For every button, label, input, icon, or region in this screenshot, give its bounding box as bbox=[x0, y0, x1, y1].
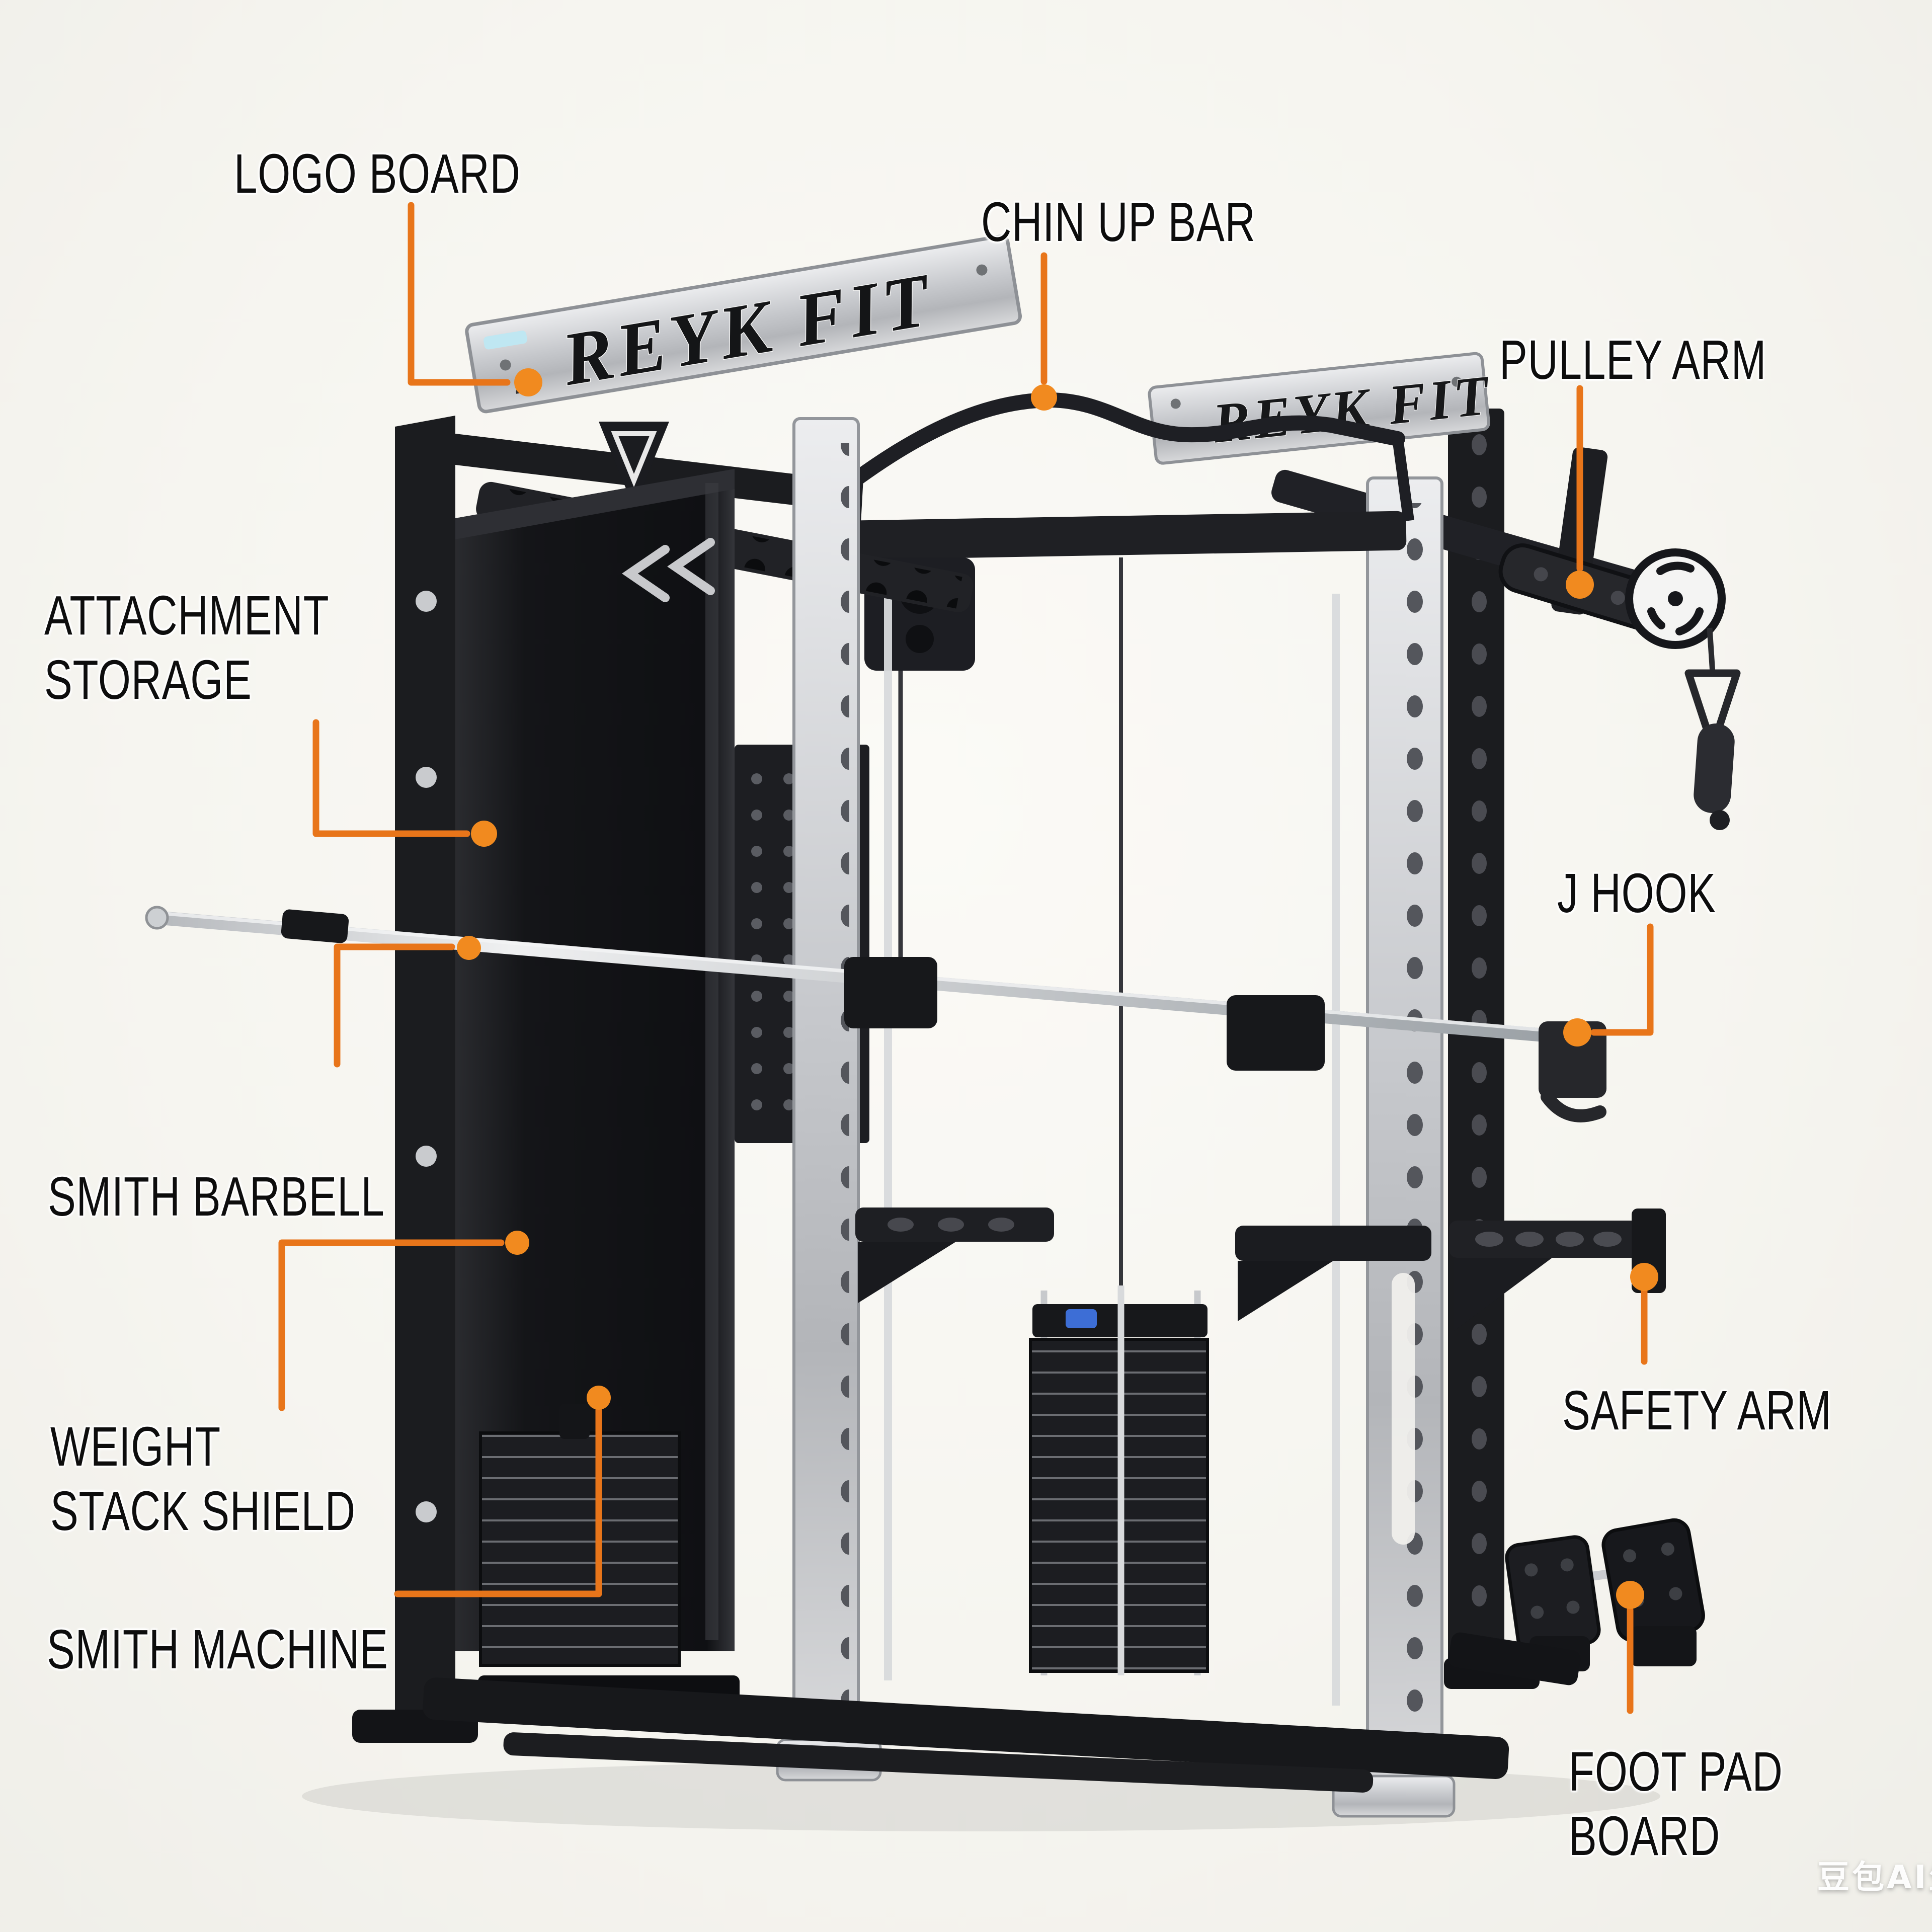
connector-dot-pulley-arm bbox=[1566, 571, 1594, 599]
weight-stack-right bbox=[1029, 1285, 1209, 1675]
label-text: BOARD bbox=[1569, 1805, 1721, 1867]
label-smith-machine: SMITH MACHINE bbox=[47, 1618, 388, 1682]
connector-dot-chin-up-bar bbox=[1031, 384, 1057, 411]
ai-watermark: 豆包AI生成 bbox=[1817, 1859, 1932, 1896]
label-weight-stack-shield: WEIGHT STACK SHIELD bbox=[50, 1415, 356, 1544]
label-text: FOOT PAD bbox=[1569, 1741, 1783, 1803]
connector-line-smith-barbell bbox=[334, 943, 455, 1068]
chin-up-bar-part bbox=[850, 392, 1405, 486]
label-safety-arm: SAFETY ARM bbox=[1562, 1379, 1832, 1443]
label-text: LOGO BOARD bbox=[234, 143, 521, 205]
label-foot-pad-board: FOOT PAD BOARD bbox=[1569, 1740, 1783, 1869]
label-j-hook: J HOOK bbox=[1557, 861, 1716, 926]
base-frame bbox=[423, 1632, 1581, 1793]
label-attachment-storage: ATTACHMENT STORAGE bbox=[44, 584, 329, 712]
rear-right-upright bbox=[1444, 409, 1540, 1689]
safety-arm-left bbox=[855, 1208, 1054, 1303]
left-silver-upright bbox=[776, 417, 882, 1782]
connector-dot-foot-pad-board bbox=[1616, 1581, 1644, 1609]
triangle-logo bbox=[599, 422, 669, 508]
chevron-marks bbox=[622, 538, 715, 602]
cyan-accent bbox=[484, 331, 527, 350]
label-text: PULLEY ARM bbox=[1499, 329, 1767, 391]
selector-pin bbox=[1066, 1309, 1097, 1328]
label-text: ATTACHMENT bbox=[44, 585, 330, 647]
connector-dot-smith-machine bbox=[587, 1386, 611, 1410]
label-text: STACK SHIELD bbox=[50, 1480, 356, 1542]
connector-line-logo-board bbox=[408, 202, 511, 386]
connector-dot-j-hook bbox=[1563, 1018, 1591, 1046]
pulley-arm-assembly bbox=[1498, 543, 1741, 830]
label-text: J HOOK bbox=[1557, 862, 1716, 924]
label-text: SMITH MACHINE bbox=[47, 1619, 388, 1680]
top-crossbeam bbox=[852, 511, 1407, 560]
label-chin-up-bar: CHIN UP BAR bbox=[981, 190, 1256, 255]
connector-line-attachment-storage bbox=[312, 719, 470, 837]
pulley-cable bbox=[1707, 627, 1716, 674]
connector-dot-weight-stack-shield bbox=[505, 1231, 529, 1255]
right-silver-upright bbox=[1332, 476, 1456, 1818]
label-text: SMITH BARBELL bbox=[48, 1166, 385, 1228]
connector-dot-smith-barbell bbox=[457, 936, 481, 960]
foot-pad-assembly bbox=[1505, 1518, 1705, 1671]
label-text: WEIGHT bbox=[50, 1416, 221, 1478]
j-hook-bracket bbox=[1539, 1021, 1606, 1122]
label-pulley-arm: PULLEY ARM bbox=[1499, 328, 1766, 392]
front-left-upright bbox=[352, 416, 478, 1743]
label-text: SAFETY ARM bbox=[1562, 1380, 1832, 1441]
label-smith-barbell: SMITH BARBELL bbox=[48, 1165, 385, 1229]
label-text: STORAGE bbox=[44, 649, 252, 711]
connector-dot-safety-arm bbox=[1630, 1263, 1658, 1291]
connector-dot-logo-board bbox=[514, 368, 542, 396]
label-text: CHIN UP BAR bbox=[981, 191, 1256, 253]
safety-arm-middle bbox=[1235, 1226, 1431, 1321]
connector-dot-attachment-storage bbox=[471, 821, 497, 847]
connector-line-weight-stack-shield bbox=[278, 1239, 505, 1411]
weight-stack-left bbox=[479, 1404, 681, 1667]
connector-line-smith-machine bbox=[394, 1405, 602, 1597]
connector-line-j-hook bbox=[1590, 923, 1654, 1036]
label-logo-board: LOGO BOARD bbox=[234, 142, 521, 206]
cable-handle bbox=[1684, 669, 1741, 830]
